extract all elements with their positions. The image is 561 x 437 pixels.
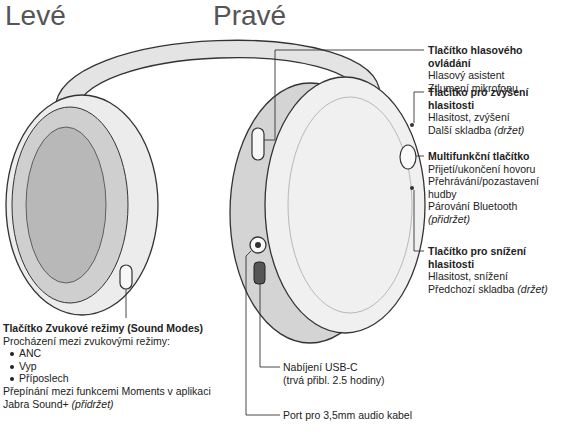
audio-jack-hole [255, 242, 261, 248]
audio-jack [250, 237, 266, 253]
hold-note: (držet) [494, 124, 524, 136]
function-text: Procházení mezi zvukovými režimy: [3, 335, 235, 348]
button-name: Tlačítko Zvukové režimy (Sound Modes) [3, 322, 235, 335]
hold-note: (přidržet) [72, 398, 114, 410]
function-text: Přijetí/ukončení hovoru [428, 163, 556, 176]
label-group: Levé [3, 0, 93, 32]
left-cushion [12, 107, 128, 303]
mode-item: ANC [3, 347, 235, 360]
leader-lines [126, 50, 424, 415]
function-text: Předchozí skladba [428, 283, 514, 295]
leader-line [260, 284, 280, 367]
label-group: Pravé [211, 0, 311, 32]
multifunction-button [400, 145, 416, 169]
function-text: Hlasitost, zvýšení [428, 111, 556, 124]
leader-line [264, 50, 424, 140]
hold-note: (přidržet) [428, 213, 556, 226]
function-text: Hlasitost, snížení [428, 270, 556, 283]
mode-item: Příposlech [3, 372, 235, 385]
label-group: Port pro 3,5mm audio kabel [283, 409, 483, 422]
voice-button [252, 128, 264, 160]
button-name: Tlačítko hlasového ovládání [428, 44, 556, 69]
leader-line [414, 190, 424, 251]
leader-line [126, 289, 127, 318]
right-earcup [265, 77, 425, 333]
side-title: Levé [3, 0, 93, 32]
label-group: Tlačítko pro snížení hlasitostiHlasitost… [428, 245, 556, 295]
button-name: Multifunkční tlačítko [428, 150, 556, 163]
leader-line [246, 251, 280, 415]
label-group: Tlačítko Zvukové režimy (Sound Modes)Pro… [3, 322, 235, 410]
sound-modes-button [120, 265, 132, 289]
button-name: Tlačítko pro snížení hlasitosti [428, 245, 556, 270]
function-text: Hlasový asistent [428, 69, 556, 82]
function-text: Párování Bluetooth [428, 200, 556, 213]
function-text: Přehrávání/pozastavení hudby [428, 175, 556, 200]
label-group: Tlačítko pro zvýšení hlasitostiHlasitost… [428, 86, 556, 136]
volume-up-button [410, 123, 414, 127]
gap [514, 283, 517, 295]
function-text: Další skladba [428, 124, 491, 136]
left-cushion-inner [26, 127, 106, 283]
button-name: Tlačítko pro zvýšení hlasitosti [428, 86, 556, 111]
usb-c-port [254, 262, 265, 284]
right-earcup-ring [288, 97, 412, 313]
port-note: (trvá přibl. 2.5 hodiny) [283, 374, 483, 387]
left-earcup [6, 95, 158, 315]
port-name: Nabíjení USB-C [283, 361, 483, 374]
volume-down-button [410, 186, 414, 190]
hold-note: (držet) [517, 283, 547, 295]
label-group: Nabíjení USB-C(trvá přibl. 2.5 hodiny) [283, 361, 483, 386]
gap [69, 398, 72, 410]
gap [491, 124, 494, 136]
leader-line [416, 156, 424, 157]
mode-item: Vyp [3, 360, 235, 373]
port-name: Port pro 3,5mm audio kabel [283, 409, 483, 422]
side-title: Pravé [211, 0, 311, 32]
label-group: Multifunkční tlačítkoPřijetí/ukončení ho… [428, 150, 556, 226]
leader-line [414, 92, 424, 123]
